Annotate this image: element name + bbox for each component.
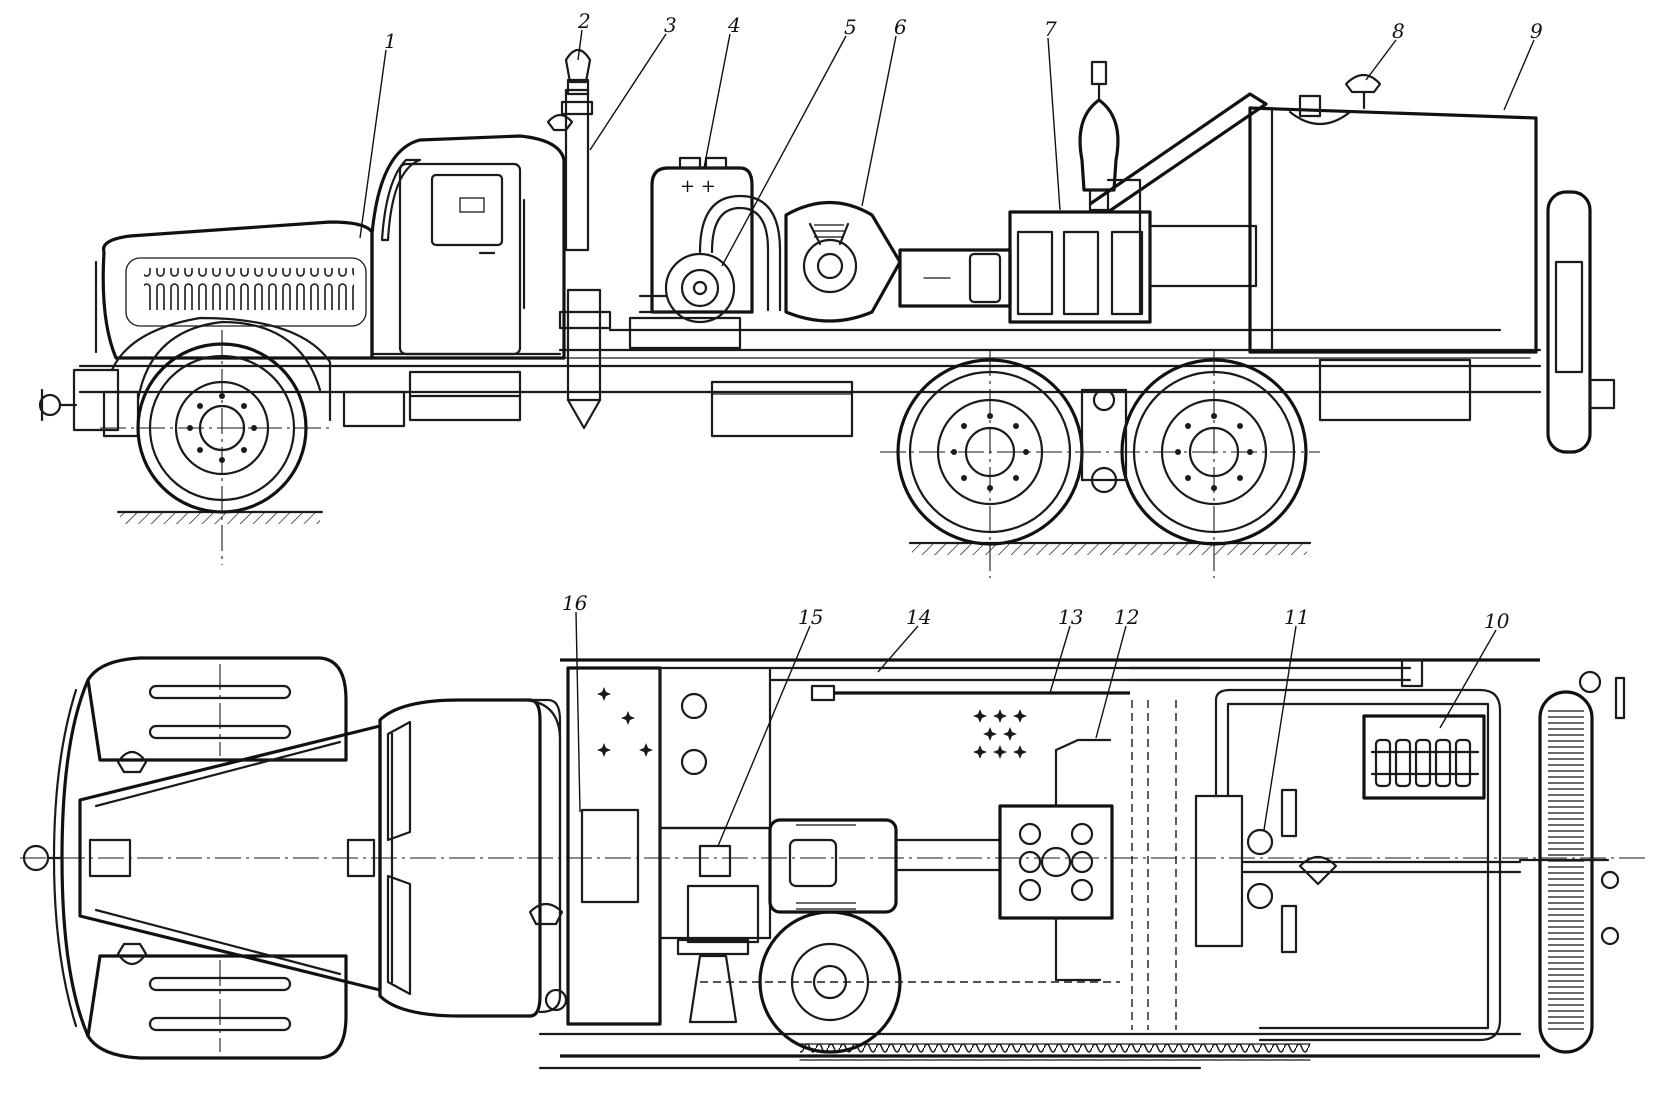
hose-loop bbox=[1214, 688, 1502, 1042]
valve-block-11 bbox=[1194, 788, 1522, 954]
platform-16 bbox=[566, 666, 662, 1026]
callout-7: 7 bbox=[1044, 17, 1057, 41]
tool-rack-10 bbox=[1362, 714, 1486, 800]
spare-wheel-side bbox=[1546, 190, 1616, 454]
tool-rack-items bbox=[1370, 738, 1480, 788]
discharge-line-14 bbox=[1128, 658, 1424, 688]
plunger-pump-7 bbox=[898, 210, 1258, 324]
lamp-8 bbox=[1344, 73, 1382, 110]
air-chamber bbox=[1078, 60, 1120, 212]
callout-15: 15 bbox=[798, 605, 823, 629]
rear-fittings-plan bbox=[1578, 670, 1626, 720]
gearbox-plan bbox=[768, 818, 1002, 914]
callout-5: 5 bbox=[844, 15, 857, 39]
front-bumper bbox=[38, 368, 140, 438]
cab-rear-hose bbox=[518, 698, 568, 1014]
callout-11: 11 bbox=[1284, 605, 1309, 629]
air-cleaner-column bbox=[558, 288, 612, 430]
bogie-spring bbox=[1080, 388, 1128, 494]
callout-8: 8 bbox=[1392, 19, 1405, 43]
winch-drum-plan bbox=[700, 910, 1120, 1054]
hidden-pipes bbox=[1131, 700, 1177, 1030]
spare-wheel-plan bbox=[1518, 690, 1620, 1054]
centrifugal-pump-5 bbox=[628, 194, 782, 350]
drive-15 bbox=[676, 844, 760, 1024]
cab-plan bbox=[346, 698, 562, 1018]
callout-13: 13 bbox=[1058, 605, 1083, 629]
exhaust-stack bbox=[560, 48, 594, 252]
toolbox-left bbox=[710, 380, 854, 438]
left-fender-plan bbox=[86, 656, 348, 762]
callout-4: 4 bbox=[727, 13, 741, 37]
cab bbox=[370, 134, 566, 360]
discharge-boom bbox=[1089, 92, 1268, 314]
callout-labels: 1 2 3 4 5 6 7 8 9 10 11 12 13 14 15 16 bbox=[384, 9, 1543, 633]
ground-line-front bbox=[116, 510, 324, 524]
front-wheel bbox=[136, 320, 322, 514]
chassis-frame bbox=[78, 328, 1542, 394]
callout-9: 9 bbox=[1530, 19, 1543, 43]
equipment-bay bbox=[658, 666, 1202, 940]
callout-14: 14 bbox=[906, 605, 931, 629]
spot-lamp-2 bbox=[546, 113, 574, 132]
manifold-13 bbox=[810, 684, 1130, 759]
cab-steps bbox=[342, 370, 522, 428]
svg-text:+ +: + + bbox=[680, 176, 716, 197]
front-bumper-plan bbox=[22, 679, 90, 1037]
callout-leaders bbox=[359, 29, 1535, 847]
callout-10: 10 bbox=[1484, 609, 1510, 633]
side-view-centerlines bbox=[100, 330, 1320, 578]
plunger-pump-plan bbox=[998, 738, 1114, 982]
engine-hood bbox=[94, 220, 374, 422]
right-fender-plan bbox=[86, 954, 348, 1060]
gearbox-6 bbox=[784, 200, 902, 323]
ground-line-rear bbox=[908, 541, 1312, 555]
plan-view bbox=[20, 656, 1650, 1070]
frame-rails-plan bbox=[538, 658, 1540, 1070]
callout-2: 2 bbox=[577, 9, 591, 33]
callout-6: 6 bbox=[894, 15, 907, 39]
callout-3: 3 bbox=[664, 13, 677, 37]
callout-1: 1 bbox=[384, 29, 397, 53]
toolbox-right bbox=[1318, 358, 1472, 422]
side-elevation-view: + + bbox=[38, 48, 1616, 578]
fuel-tank-4: + + bbox=[650, 156, 754, 314]
callout-16: 16 bbox=[562, 591, 588, 615]
measuring-tank-9 bbox=[1248, 94, 1538, 354]
callout-12: 12 bbox=[1114, 605, 1139, 629]
